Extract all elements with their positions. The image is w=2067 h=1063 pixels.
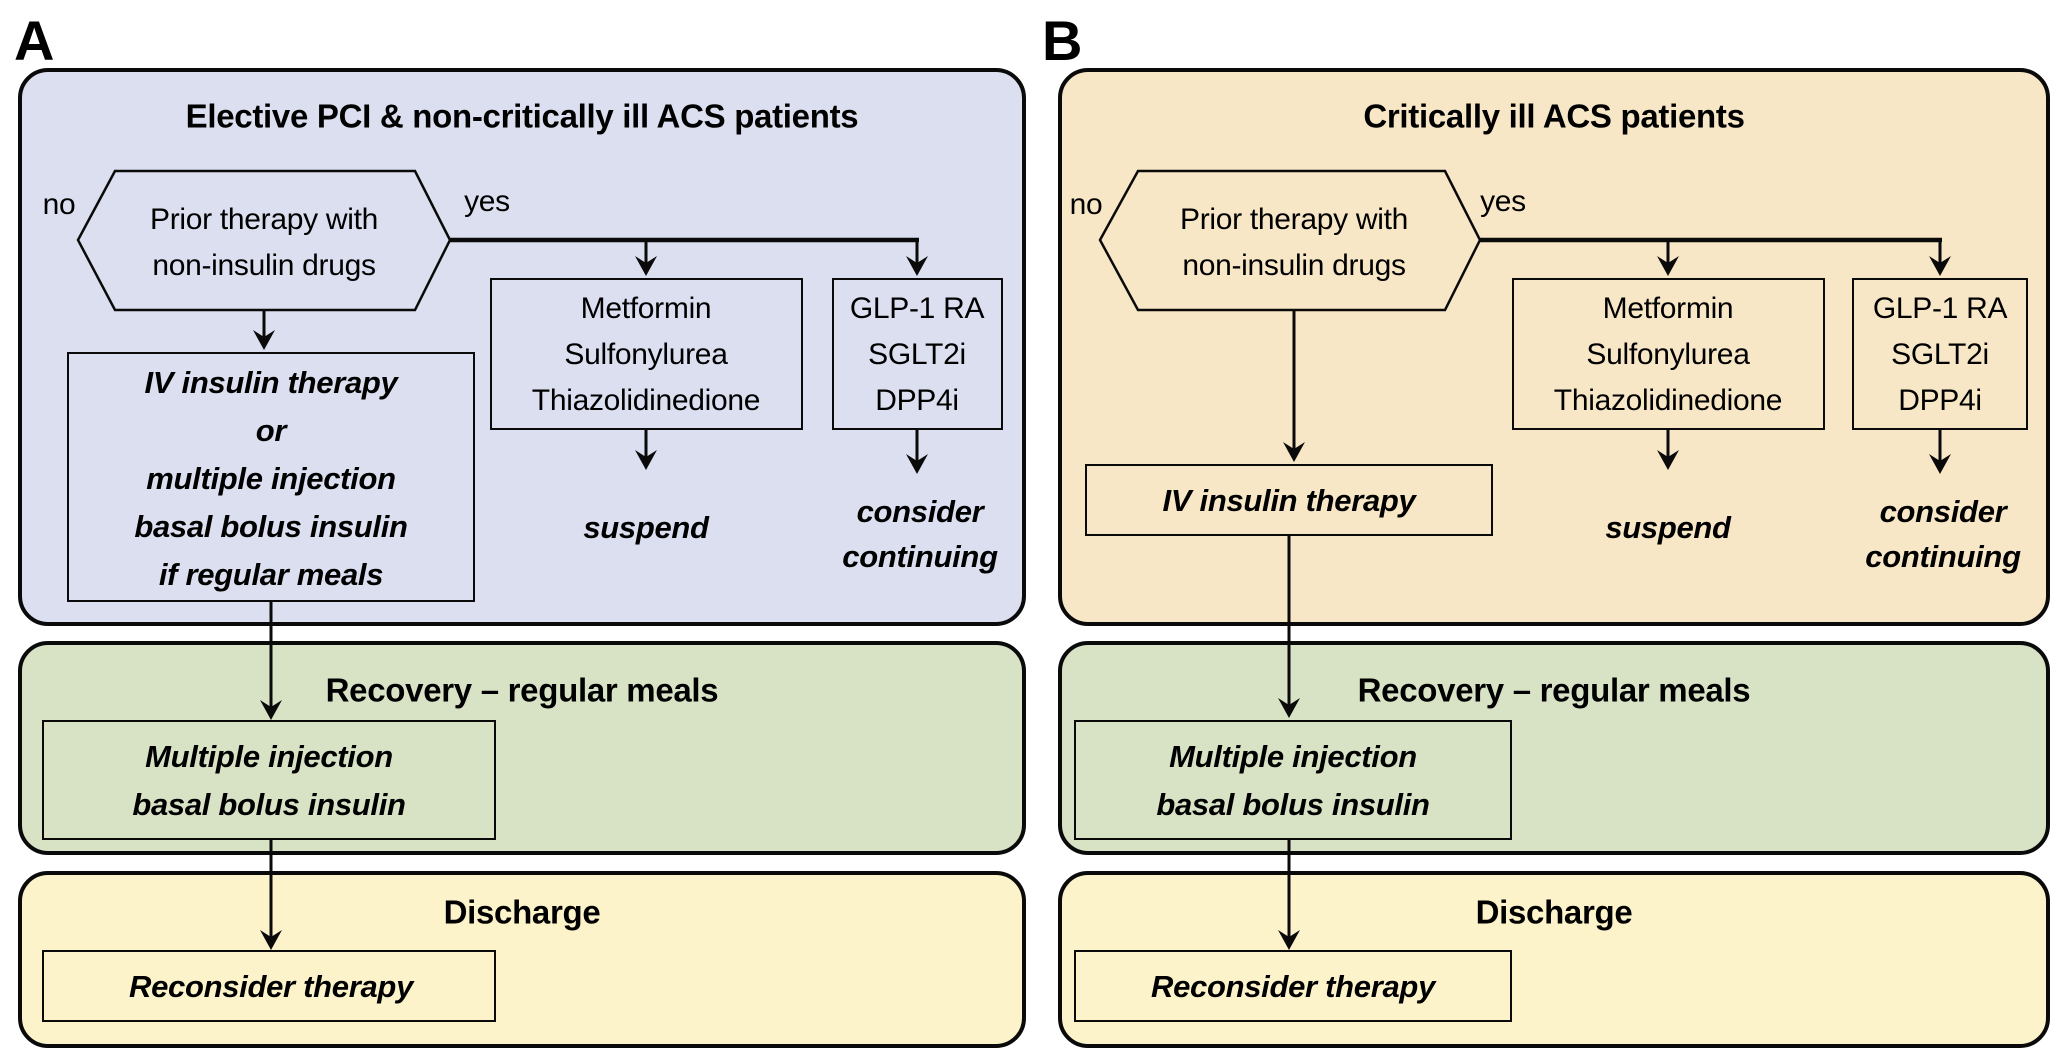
oral-agents-text-a: Metformin Sulfonylurea Thiazolidinedione (531, 292, 761, 417)
suspend-label-a: suspend (583, 510, 709, 545)
insulin-therapy-text-b: IV insulin therapy (1162, 483, 1416, 518)
yes-label-a: yes (464, 185, 510, 218)
panel-a-corner-label: A (14, 9, 54, 72)
incretin-agents-text-b: GLP-1 RA SGLT2i DPP4i (1872, 292, 2008, 417)
panel-b-corner-label: B (1042, 9, 1082, 72)
insulin-therapy-text-a: IV insulin therapy or multiple injection… (134, 365, 408, 592)
discharge-box-text-a: Reconsider therapy (128, 969, 414, 1004)
discharge-box-text-b: Reconsider therapy (1150, 969, 1436, 1004)
no-label-a: no (42, 188, 76, 221)
yes-label-b: yes (1480, 185, 1526, 218)
recovery-box-text-a: Multiple injection basal bolus insulin (132, 739, 406, 822)
discharge-box-a (42, 950, 496, 1022)
no-label-b: no (1069, 188, 1103, 221)
panel-b-title: Critically ill ACS patients (1363, 97, 1745, 135)
decision-text-b: Prior therapy with non-insulin drugs (1179, 203, 1409, 282)
incretin-agents-text-a: GLP-1 RA SGLT2i DPP4i (849, 292, 985, 417)
recovery-box-text-b: Multiple injection basal bolus insulin (1156, 739, 1430, 822)
discharge-box-b (1074, 950, 1512, 1022)
consider-label-a: consider continuing (842, 494, 998, 574)
suspend-label-b: suspend (1605, 510, 1731, 545)
recovery-title-a: Recovery – regular meals (325, 671, 719, 709)
recovery-title-b: Recovery – regular meals (1357, 671, 1751, 709)
oral-agents-text-b: Metformin Sulfonylurea Thiazolidinedione (1553, 292, 1783, 417)
discharge-title-a: Discharge (443, 893, 601, 931)
panel-a-title: Elective PCI & non-critically ill ACS pa… (185, 97, 859, 135)
decision-text-a: Prior therapy with non-insulin drugs (149, 203, 379, 282)
consider-label-b: consider continuing (1865, 494, 2021, 574)
discharge-title-b: Discharge (1475, 893, 1633, 931)
